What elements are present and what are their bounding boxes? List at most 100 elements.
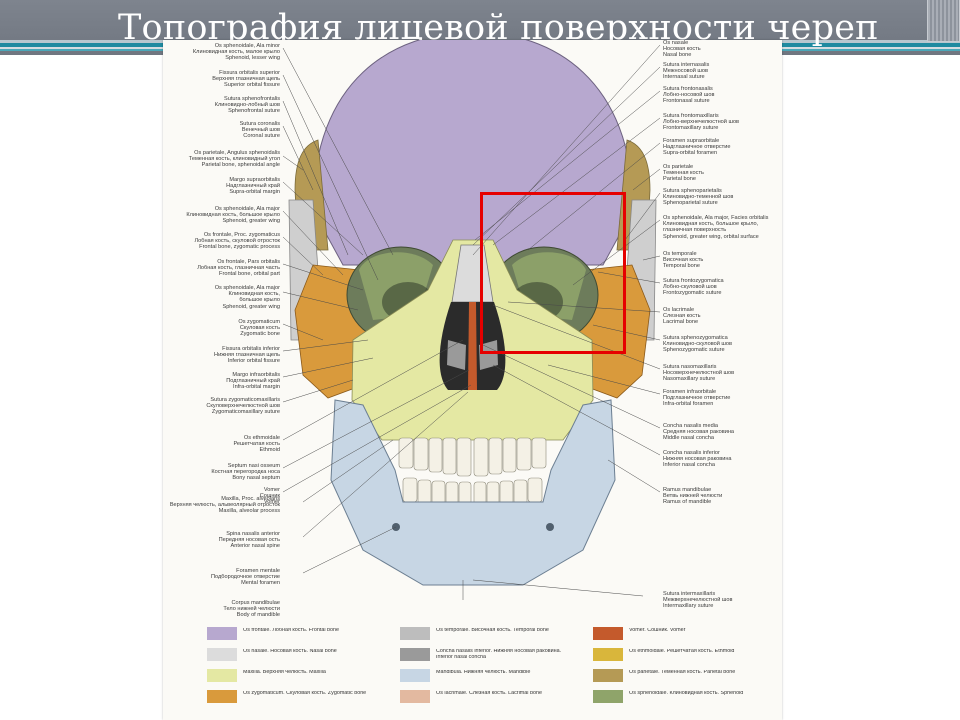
annotation-line: Лобная кость, глазничная часть: [197, 265, 280, 272]
legend-swatch: [207, 690, 237, 703]
annotation-line: Sphenoparietal suture: [663, 200, 718, 207]
annotation-line: Fissura orbitalis superior: [219, 70, 280, 76]
annotation-line: Скуловерхнечелюстной шов: [206, 403, 280, 410]
annotation-line: Coronal suture: [243, 133, 280, 140]
annotation-line: Sutura frontozygomatica: [663, 278, 724, 284]
annotation-line: Теменная кость, клиновидный угол: [188, 156, 280, 163]
annotation-line: Nasal bone: [663, 52, 692, 59]
annotation-line: Sutura nasomaxillaris: [663, 364, 717, 370]
legend-label: Os frontale. Лобная кость. Frontal bone: [243, 628, 340, 633]
annotation-line: Os sphenoidale, Ala major, Facies orbita…: [663, 215, 769, 221]
annotation-line: Sphenoid, greater wing: [222, 303, 280, 310]
annotation-line: Zygomatic bone: [240, 331, 280, 338]
annotation-line: Клиновидная кость, большое крыло,: [663, 221, 759, 228]
legend-item: Mandibula. Нижняя челюсть. Mandible: [400, 667, 580, 683]
legend-swatch: [400, 648, 430, 661]
legend-item: Os zygomaticum. Скуловая кость. Zygomati…: [207, 688, 387, 704]
legend-item: Os sphenoidale. Клиновидная кость. Sphen…: [593, 688, 773, 704]
annotation-line: Os frontale, Proc. zygomaticus: [203, 232, 280, 238]
annotation-line: Ethmoid: [259, 447, 280, 454]
legend-item: Maxilla. Верхняя челюсть. Maxilla: [207, 667, 387, 683]
header-decoration: [927, 0, 960, 42]
annotation-line: Sutura sphenozygomatica: [663, 335, 728, 341]
annotation-line: Sphenoid, greater wing, orbital surface: [663, 233, 759, 240]
legend-swatch: [593, 648, 623, 661]
annotation-line: Parietal bone: [663, 176, 696, 183]
annotation-line: Os lacrimale: [663, 307, 695, 313]
legend-swatch: [593, 690, 623, 703]
annotation-line: Vomer: [263, 499, 280, 506]
annotation-line: Os zygomaticum: [238, 319, 280, 325]
annotation-line: Ramus of mandible: [663, 499, 712, 506]
legend-item: Os parietale. Теменная кость. Parietal b…: [593, 667, 773, 683]
annotation-line: Лобно-скуловой шов: [663, 284, 717, 291]
legend-swatch: [400, 627, 430, 640]
upper-teeth: [398, 437, 547, 477]
annotation-line: Os ethmoidale: [243, 435, 280, 441]
annotation-line: Средняя носовая раковина: [663, 429, 735, 436]
annotation-line: Superior orbital fissure: [224, 82, 280, 89]
annotation-line: Os parietale, Angulus sphenoidalis: [194, 150, 280, 156]
annotation-line: Sutura frontonasalis: [663, 86, 713, 92]
annotation-line: Anterior nasal spine: [230, 543, 280, 550]
annotation-line: Frontal bone, zygomatic process: [199, 244, 280, 251]
annotation-line: Межверхнечелюстной шов: [663, 597, 733, 604]
annotation-line: Венечный шов: [241, 127, 280, 134]
annotation-line: Ramus mandibulae: [663, 487, 712, 493]
annotation-line: Nasomaxillary suture: [663, 376, 716, 383]
annotation-line: Os frontale, Pars orbitalis: [217, 259, 280, 265]
legend-swatch: [593, 669, 623, 682]
leader-lines: [282, 44, 661, 600]
annotation-line: Клиновидно-теменной шов: [663, 194, 734, 201]
annotation-line: Mental foramen: [241, 580, 280, 587]
highlight-box: [480, 192, 626, 354]
legend-label: Mandibula. Нижняя челюсть. Mandible: [436, 670, 531, 675]
annotation-line: большое крыло: [239, 297, 280, 304]
annotation-line: Костная перегородка носа: [211, 469, 280, 476]
legend-label: Os sphenoidale. Клиновидная кость. Sphen…: [629, 691, 744, 696]
legend-label: Os lacrimale. Слезная кость. Lacrimal bo…: [436, 691, 542, 696]
annotation-line: Клиновидная кость, большое крыло: [186, 212, 280, 219]
legend-swatch: [207, 627, 237, 640]
annotation-line: Височная кость: [663, 257, 704, 264]
conchae: [447, 340, 498, 370]
annotation-line: Носоверхнечелюстной шов: [663, 370, 735, 377]
annotation-line: Ветвь нижней челюсти: [663, 493, 723, 500]
annotation-line: Подглазничное отверстие: [663, 395, 731, 402]
legend-label: Os temporale. Височная кость. Temporal b…: [436, 628, 549, 633]
legend-label: Os nasale. Носовая кость. Nasal bone: [243, 649, 337, 654]
annotation-line: Fissura orbitalis inferior: [222, 346, 280, 352]
skull-illustration: [282, 40, 661, 600]
mandible-region: [330, 399, 616, 586]
annotation-line: Верхняя глазничная щель: [212, 76, 280, 83]
annotation-line: Sutura frontomaxillaris: [663, 113, 719, 119]
annotation-line: Sutura coronalis: [239, 121, 280, 127]
annotation-line: Supra-orbital margin: [229, 189, 280, 196]
annotation-line: Os sphenoidale, Ala major: [214, 206, 280, 212]
annotation-line: Frontozygomatic suture: [663, 290, 722, 297]
annotation-line: Лобно-носовой шов: [663, 92, 715, 99]
legend-swatch: [207, 648, 237, 661]
annotation-line: Sphenoid, greater wing: [222, 218, 280, 225]
annotation-line: Тело нижней челюсти: [223, 606, 280, 613]
annotation-line: Решетчатая кость: [233, 441, 280, 448]
annotation-line: Frontonasal suture: [663, 98, 710, 105]
